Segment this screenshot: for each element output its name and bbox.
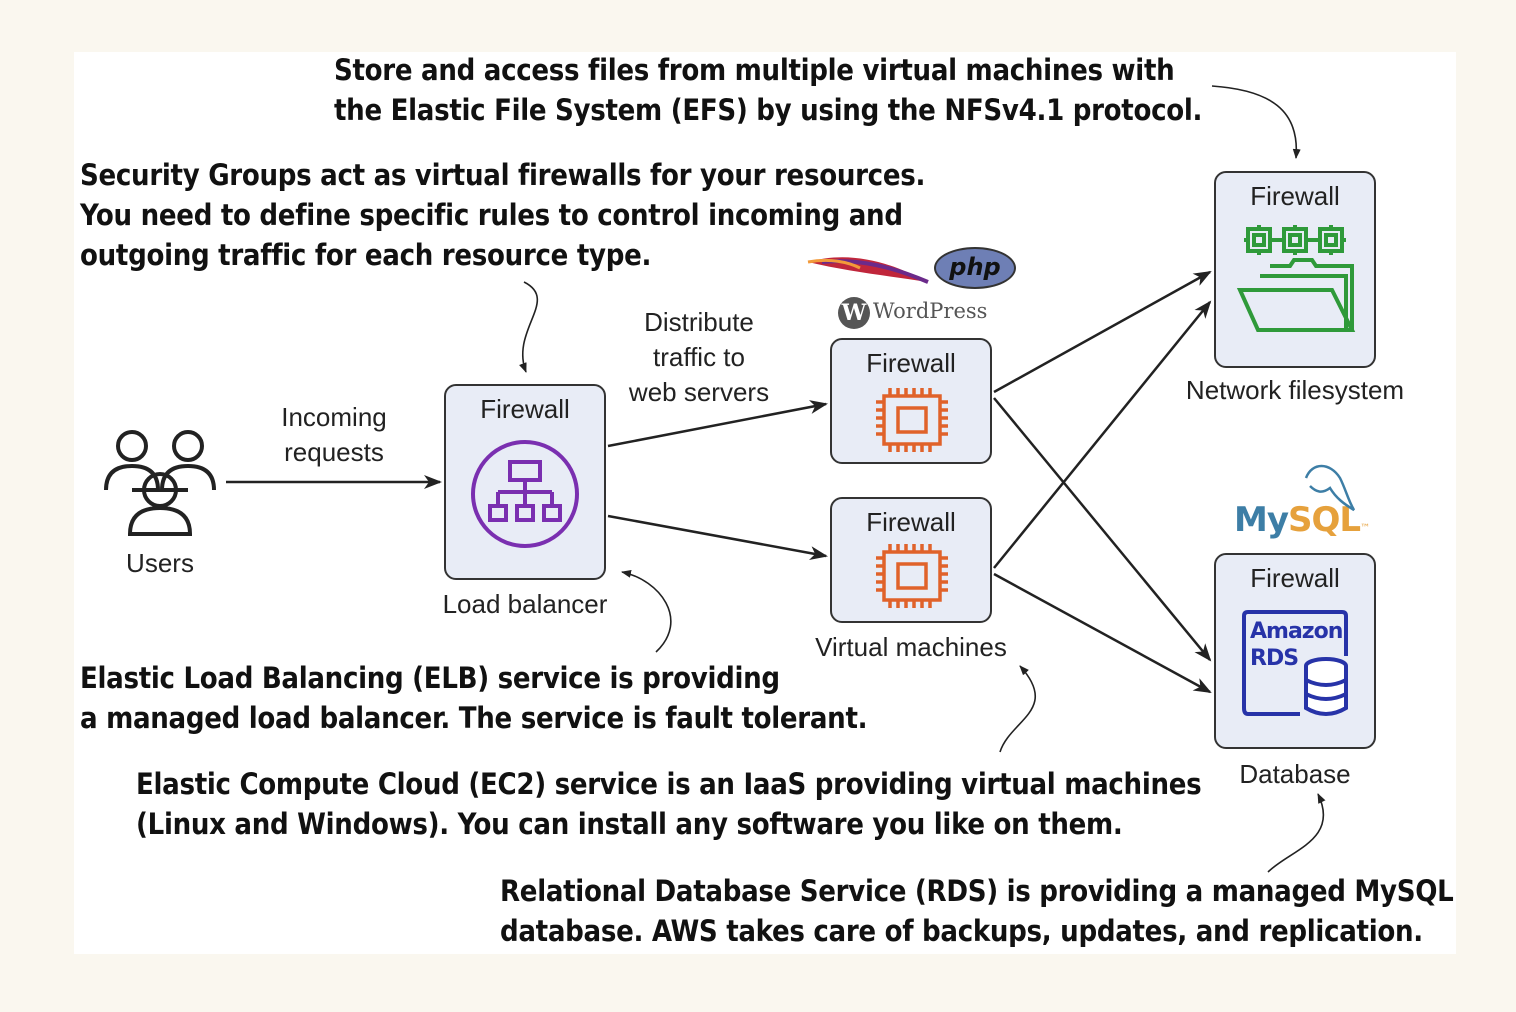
ec2-chip-icon — [876, 388, 948, 452]
flow-arrows — [226, 270, 1212, 694]
security-groups-annotation-line: You need to define specific rules to con… — [80, 198, 903, 232]
callout-ec2 — [999, 665, 1036, 753]
mysql-my: My — [1234, 500, 1289, 540]
database-label: Database — [1239, 759, 1351, 789]
virtual-machines-label: Virtual machines — [815, 632, 1007, 662]
security-groups-annotation: Security Groups act as virtual firewalls… — [80, 155, 925, 275]
ec2-annotation-line: Elastic Compute Cloud (EC2) service is a… — [136, 767, 1202, 801]
efs-annotation-line: the Elastic File System (EFS) by using t… — [334, 93, 1203, 127]
security-groups-annotation-line: Security Groups act as virtual firewalls… — [80, 158, 926, 192]
mysql-logo: MySQL™ — [1234, 500, 1370, 540]
users-label: Users — [126, 548, 194, 578]
distribute-traffic-label: Distribute — [644, 307, 754, 337]
rds-annotation-line: database. AWS takes care of backups, upd… — [500, 914, 1423, 948]
arrow-vm2-to-db — [993, 572, 1212, 694]
wordpress-mark-icon: W — [838, 296, 870, 329]
arrow-vm1-to-efs — [993, 270, 1212, 394]
callout-elb — [621, 569, 672, 653]
arrow-vm2-to-efs — [993, 300, 1212, 569]
efs-annotation: Store and access files from multiple vir… — [334, 50, 1202, 130]
firewall-label: Firewall — [1250, 181, 1340, 211]
firewall-label: Firewall — [866, 348, 956, 378]
efs-folder-icon — [1236, 225, 1356, 332]
callout-arrows — [519, 85, 1326, 873]
firewall-label: Firewall — [1250, 563, 1340, 593]
php-logo: php — [934, 247, 1016, 289]
distribute-traffic-label: traffic to — [652, 342, 745, 372]
rds-annotation-line: Relational Database Service (RDS) is pro… — [500, 874, 1454, 908]
callout-security-groups — [519, 281, 539, 373]
database-box: Firewall — [1214, 553, 1376, 749]
ec2-annotation-line: (Linux and Windows). You can install any… — [136, 807, 1123, 841]
wordpress-wordmark: WordPress — [873, 299, 988, 323]
incoming-requests-label: Incoming — [281, 402, 387, 432]
rds-text-line: RDS — [1250, 646, 1299, 671]
mysql-dolphin-icon — [1304, 464, 1356, 512]
mysql-tm: ™ — [1360, 523, 1370, 534]
ec2-annotation: Elastic Compute Cloud (EC2) service is a… — [136, 764, 1202, 844]
distribute-traffic-label: web servers — [628, 377, 770, 407]
arrow-lb-to-vm2 — [607, 514, 828, 560]
load-balancer-icon — [471, 440, 579, 548]
arrow-vm1-to-db — [993, 397, 1212, 662]
apache-feather-icon — [807, 257, 929, 284]
vm-box-2: Firewall — [830, 497, 992, 623]
users-icon — [104, 430, 216, 536]
elb-annotation: Elastic Load Balancing (ELB) service is … — [80, 658, 868, 738]
network-filesystem-label: Network filesystem — [1185, 375, 1405, 405]
arrow-lb-to-vm1 — [607, 400, 828, 448]
rds-annotation: Relational Database Service (RDS) is pro… — [500, 871, 1454, 951]
security-groups-annotation-line: outgoing traffic for each resource type. — [80, 238, 652, 272]
elb-annotation-line: a managed load balancer. The service is … — [80, 701, 868, 735]
rds-frame-icon — [1242, 610, 1348, 716]
incoming-requests-label: requests — [284, 437, 384, 467]
rds-text-line: Amazon — [1250, 619, 1343, 644]
network-filesystem-box: Firewall — [1214, 171, 1376, 368]
callout-rds — [1267, 793, 1326, 873]
callout-efs — [1211, 85, 1301, 159]
load-balancer-label: Load balancer — [442, 589, 608, 619]
efs-annotation-line: Store and access files from multiple vir… — [334, 53, 1175, 87]
firewall-label: Firewall — [866, 507, 956, 537]
elb-annotation-line: Elastic Load Balancing (ELB) service is … — [80, 661, 780, 695]
firewall-label: Firewall — [480, 394, 570, 424]
ec2-chip-icon — [876, 544, 948, 608]
